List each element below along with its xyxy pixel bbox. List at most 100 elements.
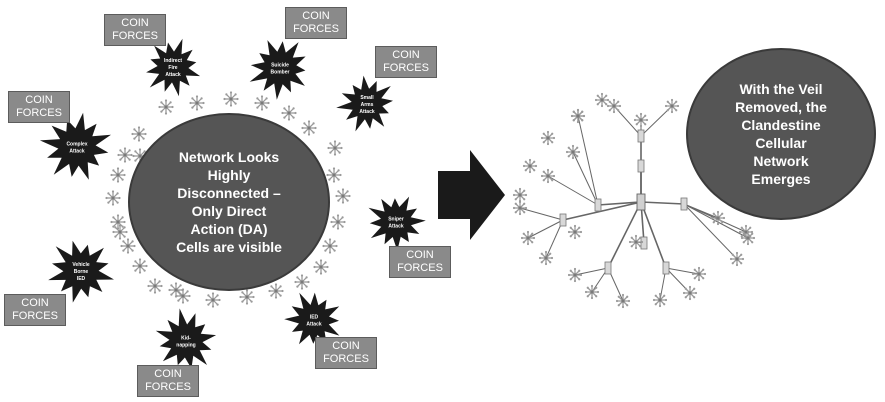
snowflake-cell-icon bbox=[691, 266, 707, 282]
coin-forces-box: COIN FORCES bbox=[104, 14, 166, 46]
coin-forces-label: COIN bbox=[154, 368, 182, 380]
coin-forces-label: FORCES bbox=[145, 381, 191, 393]
cell-node bbox=[640, 236, 648, 250]
right-arrow-icon bbox=[438, 150, 505, 240]
attack-label: Kid- bbox=[181, 336, 191, 342]
snowflake-cell-icon bbox=[132, 258, 148, 274]
attack-label: Small bbox=[360, 95, 374, 101]
snowflake-cell-icon bbox=[294, 274, 310, 290]
attack-label: IED bbox=[77, 276, 86, 282]
attack-label: Attack bbox=[388, 224, 404, 230]
attack-label: Bomber bbox=[271, 70, 290, 76]
bubble-text-line: Action (DA) bbox=[190, 221, 268, 237]
snowflake-cell-icon bbox=[565, 144, 581, 160]
snowflake-cell-icon bbox=[120, 238, 136, 254]
snowflake-cell-icon bbox=[512, 187, 528, 203]
snowflake-cell-icon bbox=[254, 95, 270, 111]
attack-label: Indirect bbox=[164, 58, 182, 64]
snowflake-cell-icon bbox=[205, 292, 221, 308]
snowflake-cell-icon bbox=[729, 251, 745, 267]
cell-node bbox=[662, 261, 670, 275]
coin-forces-box: COIN FORCES bbox=[285, 7, 347, 39]
coin-forces-label: FORCES bbox=[323, 353, 369, 365]
veil-removed-bubble: With the Veil Removed, the Clandestine C… bbox=[686, 48, 876, 220]
snowflake-cell-icon bbox=[633, 112, 649, 128]
cell-node bbox=[637, 159, 645, 173]
snowflake-cell-icon bbox=[682, 285, 698, 301]
coin-forces-label: COIN bbox=[302, 10, 330, 22]
snowflake-cell-icon bbox=[738, 224, 754, 240]
attack-label: Attack bbox=[306, 322, 322, 328]
bubble-text-line: Clandestine bbox=[741, 117, 821, 133]
snowflake-cell-icon bbox=[168, 282, 184, 298]
coin-forces-label: COIN bbox=[392, 49, 420, 61]
snowflake-cell-icon bbox=[594, 92, 610, 108]
snowflake-cell-icon bbox=[313, 259, 329, 275]
snowflake-cell-icon bbox=[606, 98, 622, 114]
coin-forces-label: COIN bbox=[25, 94, 53, 106]
snowflake-cell-icon bbox=[110, 214, 126, 230]
snowflake-cell-icon bbox=[281, 105, 297, 121]
snowflake-cell-icon bbox=[664, 98, 680, 114]
snowflake-cell-icon bbox=[268, 283, 284, 299]
snowflake-cell-icon bbox=[131, 126, 147, 142]
snowflake-cell-icon bbox=[301, 120, 317, 136]
snowflake-cell-icon bbox=[628, 234, 644, 250]
attack-label: Sniper bbox=[388, 217, 404, 223]
snowflake-cell-icon bbox=[520, 230, 536, 246]
snowflake-cell-icon bbox=[570, 108, 586, 124]
attack-label: Suicide bbox=[271, 63, 289, 69]
coin-forces-box: COIN FORCES bbox=[315, 337, 377, 369]
cell-node bbox=[604, 261, 612, 275]
coin-forces-label: COIN bbox=[21, 297, 49, 309]
cell-node bbox=[559, 213, 567, 227]
snowflake-cell-icon bbox=[189, 95, 205, 111]
coin-forces-label: COIN bbox=[121, 17, 149, 29]
attack-label: napping bbox=[176, 343, 195, 349]
coin-forces-label: COIN bbox=[332, 340, 360, 352]
bubble-text-line: Cells are visible bbox=[176, 239, 282, 255]
snowflake-cell-icon bbox=[652, 292, 668, 308]
hub-node bbox=[636, 193, 646, 211]
snowflake-cell-icon bbox=[335, 188, 351, 204]
coin-forces-box: COIN FORCES bbox=[8, 91, 70, 123]
snowflake-cell-icon bbox=[223, 91, 239, 107]
bubble-text-line: Network bbox=[753, 153, 809, 169]
attack-label: Vehicle bbox=[72, 262, 89, 268]
bubble-text-line: Removed, the bbox=[735, 99, 827, 115]
snowflake-cell-icon bbox=[327, 140, 343, 156]
snowflake-cell-icon bbox=[567, 224, 583, 240]
bubble-text-line: Highly bbox=[207, 167, 251, 183]
explosion-star-icon: Kid-napping bbox=[155, 308, 217, 369]
snowflake-cell-icon bbox=[147, 278, 163, 294]
coin-forces-label: FORCES bbox=[112, 30, 158, 42]
attack-label: IED bbox=[310, 315, 319, 321]
attack-label: Fire bbox=[168, 65, 177, 71]
attack-label: Borne bbox=[74, 269, 89, 275]
snowflake-cell-icon bbox=[584, 284, 600, 300]
coin-forces-label: FORCES bbox=[293, 23, 339, 35]
attack-label: Attack bbox=[359, 109, 375, 115]
coin-forces-box: COIN FORCES bbox=[389, 246, 451, 278]
snowflake-cell-icon bbox=[330, 214, 346, 230]
snowflake-cell-icon bbox=[112, 224, 128, 240]
snowflake-cell-icon bbox=[110, 167, 126, 183]
cell-node bbox=[680, 197, 688, 211]
bubble-text-line: With the Veil bbox=[739, 81, 823, 97]
snowflake-cell-icon bbox=[540, 130, 556, 146]
snowflake-cell-icon bbox=[239, 289, 255, 305]
attack-label: Attack bbox=[69, 149, 85, 155]
bubble-text-line: Network Looks bbox=[178, 149, 280, 165]
bubble-text-line: Cellular bbox=[755, 135, 807, 151]
snowflake-cell-icon bbox=[512, 200, 528, 216]
snowflake-cell-icon bbox=[522, 158, 538, 174]
